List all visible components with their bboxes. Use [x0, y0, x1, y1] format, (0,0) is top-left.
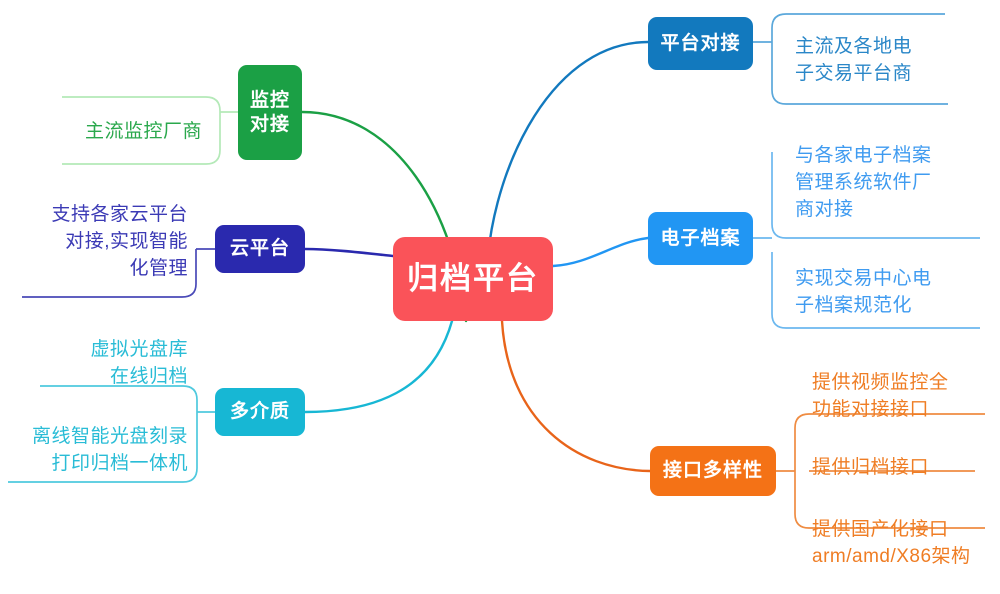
leaf-monitoring-docking-1[interactable]: 主流监控厂商	[84, 121, 202, 142]
leaf-multi-media-2[interactable]: 离线智能光盘刻录 打印归档一体机	[31, 426, 188, 474]
branch-label-interface-diversity: 接口多样性	[662, 460, 763, 482]
leaf-interface-diversity-1[interactable]: 提供视频监控全 功能对接接口	[812, 372, 949, 420]
connector-electronic-archive	[551, 236, 650, 268]
branch-node-electronic-archive[interactable]: 电子档案	[648, 212, 753, 265]
connector-interface-diversity	[500, 319, 652, 473]
leaf-interface-diversity-2[interactable]: 提供归档接口	[812, 457, 930, 478]
leaf-electronic-archive-2[interactable]: 实现交易中心电 子档案规范化	[795, 268, 932, 316]
leaf-interface-diversity-3[interactable]: 提供国产化接口 arm/amd/X86架构	[812, 519, 971, 567]
branch-node-monitoring-docking[interactable]: 监控 对接	[238, 65, 302, 160]
branch-node-platform-docking[interactable]: 平台对接	[648, 17, 753, 70]
leaf-platform-docking-1[interactable]: 主流及各地电 子交易平台商	[795, 36, 913, 84]
branch-label-monitoring-docking: 监控 对接	[249, 90, 290, 135]
root-node[interactable]: 归档平台	[393, 237, 553, 321]
branch-node-interface-diversity[interactable]: 接口多样性	[650, 446, 776, 496]
root-node-label: 归档平台	[407, 261, 539, 297]
leaf-multi-media-1[interactable]: 虚拟光盘库 在线归档	[90, 339, 188, 387]
connector-cloud-platform	[303, 247, 395, 258]
leaf-electronic-archive-1[interactable]: 与各家电子档案 管理系统软件厂 商对接	[795, 145, 932, 220]
branch-label-platform-docking: 平台对接	[660, 32, 741, 54]
branch-label-electronic-archive: 电子档案	[660, 227, 741, 249]
branch-label-cloud-platform: 云平台	[229, 238, 290, 260]
leaf-cloud-platform-1[interactable]: 支持各家云平台 对接,实现智能 化管理	[51, 204, 188, 279]
connector-multi-media	[303, 319, 454, 414]
branch-node-multi-media[interactable]: 多介质	[215, 388, 305, 436]
branch-node-cloud-platform[interactable]: 云平台	[215, 225, 305, 273]
branch-label-multi-media: 多介质	[229, 401, 290, 423]
